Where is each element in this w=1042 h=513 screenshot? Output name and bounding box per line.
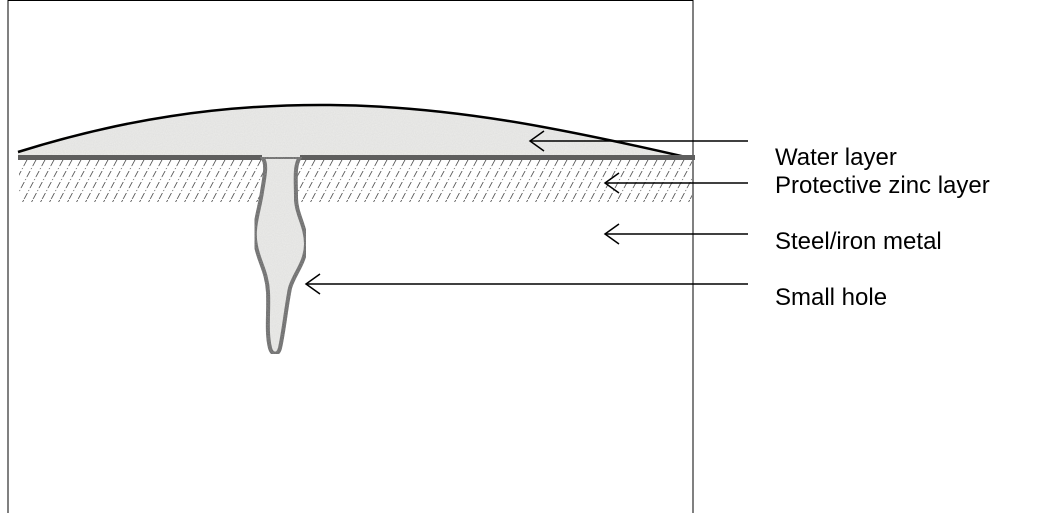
zinc-layer-hatching — [19, 160, 692, 202]
label-water-layer: Water layer — [775, 144, 897, 172]
label-steel-iron-metal: Steel/iron metal — [775, 228, 942, 256]
label-small-hole: Small hole — [775, 284, 887, 312]
label-protective-zinc-layer: Protective zinc layer — [775, 172, 990, 200]
diagram-frame — [8, 1, 693, 513]
